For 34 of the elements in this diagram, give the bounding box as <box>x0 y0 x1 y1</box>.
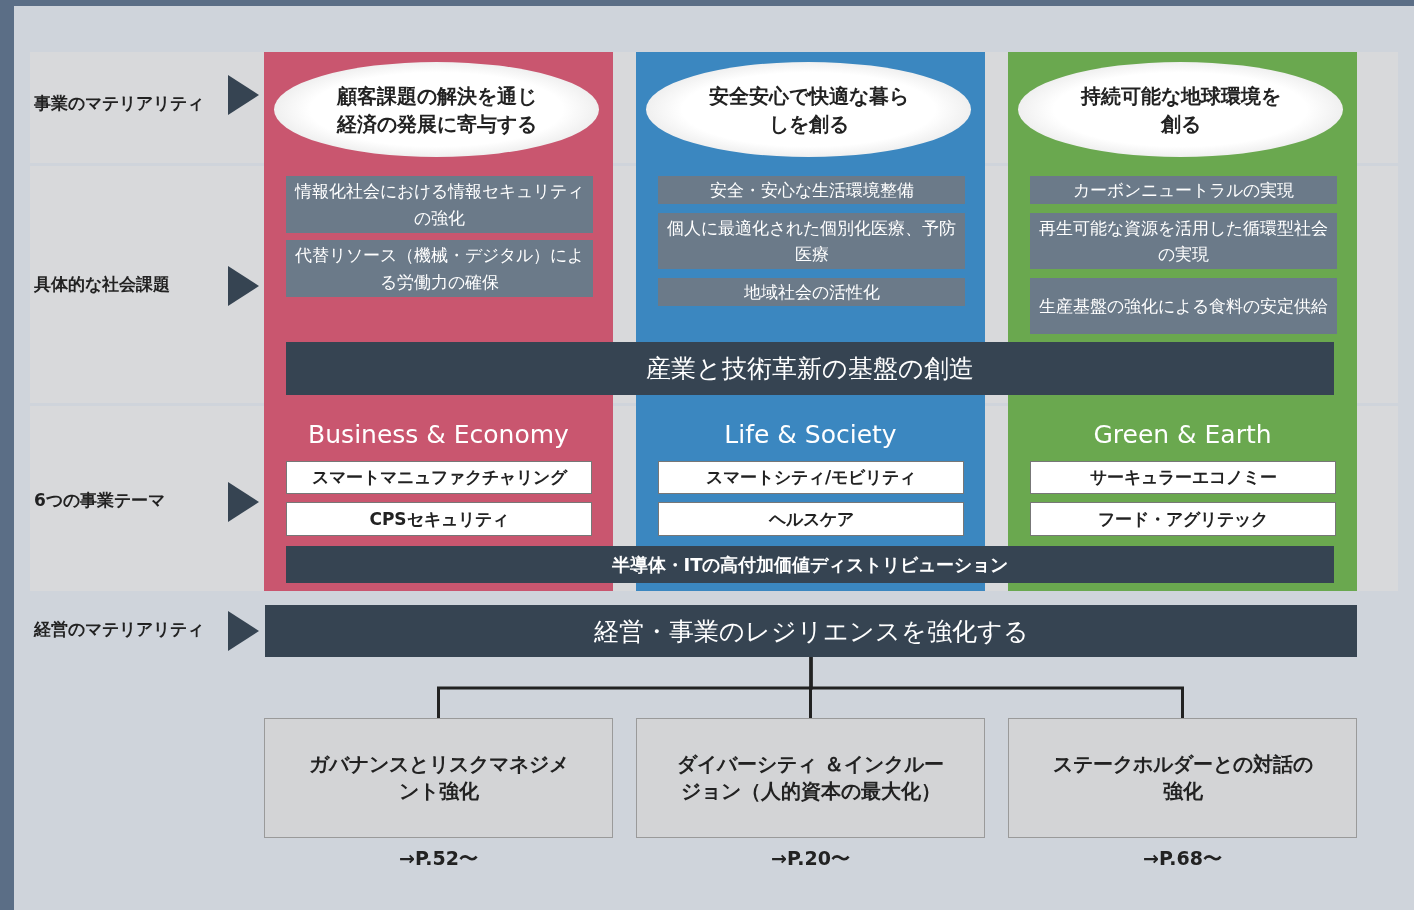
page-reference: →P.68〜 <box>1142 846 1223 871</box>
materiality-ellipse: 持続可能な地球環境を創る <box>1018 62 1343 157</box>
row-label: 事業のマテリアリティ <box>34 92 204 115</box>
issue-box: 安全・安心な生活環境整備 <box>658 176 965 204</box>
theme-box: サーキュラーエコノミー <box>1030 461 1336 494</box>
banner-bar: 経営・事業のレジリエンスを強化する <box>265 605 1357 657</box>
theme-box: スマートシティ/モビリティ <box>658 461 964 494</box>
issue-box: 代替リソース（機械・デジタル）による労働力の確保 <box>286 240 593 297</box>
issue-box: 生産基盤の強化による食料の安定供給 <box>1030 278 1337 334</box>
measure-box: ダイバーシティ ＆インクルージョン（人的資本の最大化） <box>636 718 985 838</box>
issue-box: 地域社会の活性化 <box>658 278 965 306</box>
theme-box: スマートマニュファクチャリング <box>286 461 592 494</box>
measure-box: ガバナンスとリスクマネジメント強化 <box>264 718 613 838</box>
issue-box: 再生可能な資源を活用した循環型社会の実現 <box>1030 213 1337 269</box>
theme-heading: Green & Earth <box>1092 420 1273 449</box>
page-reference: →P.52〜 <box>398 846 479 871</box>
row-label: 経営のマテリアリティ <box>34 618 204 641</box>
connector-line <box>809 657 1184 718</box>
theme-heading: Life & Society <box>723 420 898 449</box>
materiality-ellipse: 安全安心で快適な暮らしを創る <box>646 62 971 157</box>
issue-box: 情報化社会における情報セキュリティの強化 <box>286 176 593 233</box>
materiality-ellipse: 顧客課題の解決を通じ経済の発展に寄与する <box>274 62 599 157</box>
theme-box: CPSセキュリティ <box>286 502 592 536</box>
row-label: 6つの事業テーマ <box>34 489 165 512</box>
theme-box: フード・アグリテック <box>1030 502 1336 536</box>
banner-bar: 産業と技術革新の基盤の創造 <box>286 342 1334 395</box>
theme-box: ヘルスケア <box>658 502 964 536</box>
theme-heading: Business & Economy <box>307 420 570 449</box>
measure-box: ステークホルダーとの対話の強化 <box>1008 718 1357 838</box>
page-reference: →P.20〜 <box>770 846 851 871</box>
row-label: 具体的な社会課題 <box>34 273 170 296</box>
banner-bar: 半導体・ITの高付加価値ディストリビューション <box>286 546 1334 583</box>
issue-box: 個人に最適化された個別化医療、予防医療 <box>658 213 965 269</box>
issue-box: カーボンニュートラルの実現 <box>1030 176 1337 204</box>
